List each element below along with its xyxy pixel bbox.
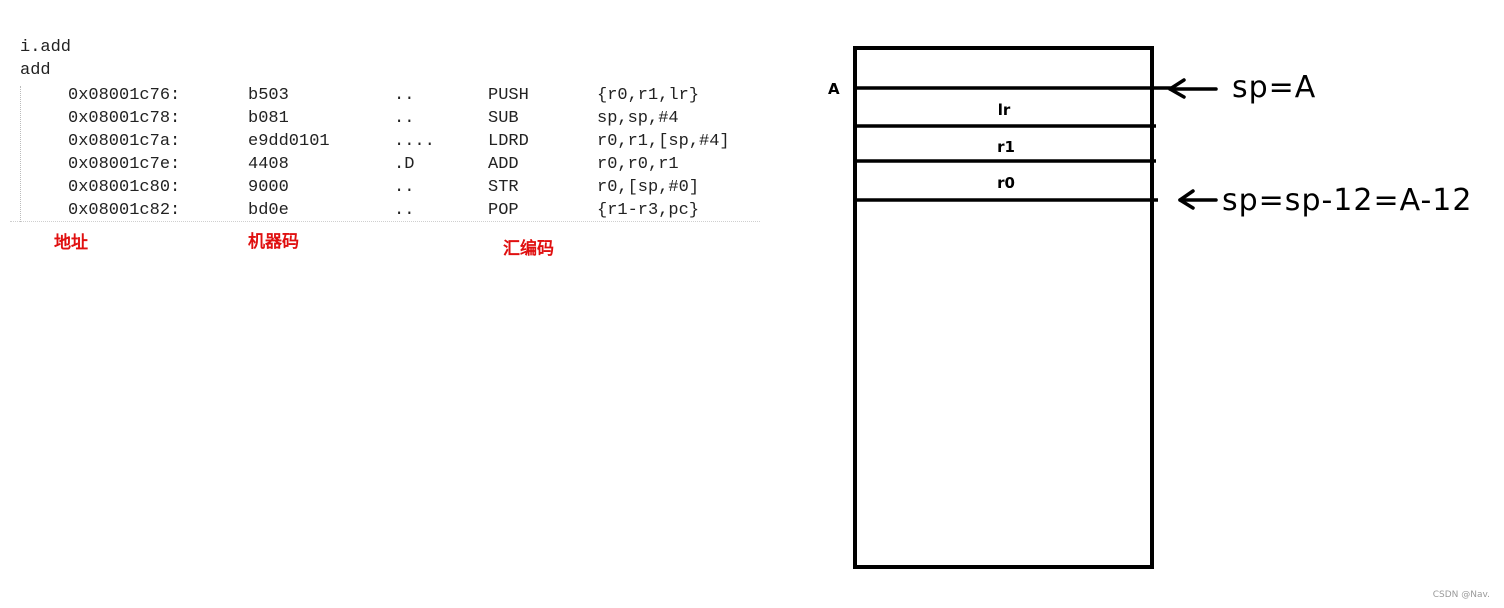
instruction-ascii: .. xyxy=(394,201,415,220)
instruction-row: 0x08001c78: b081 .. SUB sp,sp,#4 xyxy=(0,107,780,130)
instruction-operands: r0,r0,r1 xyxy=(597,155,679,174)
assembly-column-label: 汇编码 xyxy=(503,239,554,259)
instruction-mnemonic: PUSH xyxy=(488,86,529,105)
function-name: add xyxy=(20,61,51,80)
instruction-ascii: .. xyxy=(394,109,415,128)
instruction-mnemonic: LDRD xyxy=(488,132,529,151)
instruction-operands: {r1-r3,pc} xyxy=(597,201,700,220)
instruction-operands: sp,sp,#4 xyxy=(597,109,679,128)
address-column-label: 地址 xyxy=(54,233,88,253)
stack-slot-r1: r1 xyxy=(997,138,1015,156)
instruction-operands: r0,[sp,#0] xyxy=(597,178,700,197)
instruction-machine-code: bd0e xyxy=(248,201,289,220)
listing-divider xyxy=(10,221,760,222)
instruction-mnemonic: ADD xyxy=(488,155,519,174)
instruction-address: 0x08001c80: xyxy=(68,178,181,197)
instruction-mnemonic: POP xyxy=(488,201,519,220)
instruction-address: 0x08001c78: xyxy=(68,109,181,128)
instruction-machine-code: 9000 xyxy=(248,178,289,197)
instruction-rows: 0x08001c76: b503 .. PUSH {r0,r1,lr} 0x08… xyxy=(0,84,780,222)
stack-slot-lr: lr xyxy=(997,101,1011,119)
instruction-machine-code: b503 xyxy=(248,86,289,105)
instruction-machine-code: 4408 xyxy=(248,155,289,174)
instruction-row: 0x08001c7e: 4408 .D ADD r0,r0,r1 xyxy=(0,153,780,176)
instruction-ascii: .. xyxy=(394,86,415,105)
instruction-row: 0x08001c76: b503 .. PUSH {r0,r1,lr} xyxy=(0,84,780,107)
instruction-machine-code: e9dd0101 xyxy=(248,132,330,151)
instruction-address: 0x08001c7e: xyxy=(68,155,181,174)
sp-initial-annotation: sp=A xyxy=(1232,70,1317,105)
stack-frame-outline xyxy=(853,46,1154,569)
function-section-name: i.add xyxy=(20,38,72,57)
instruction-row: 0x08001c7a: e9dd0101 .... LDRD r0,r1,[sp… xyxy=(0,130,780,153)
instruction-mnemonic: SUB xyxy=(488,109,519,128)
instruction-address: 0x08001c82: xyxy=(68,201,181,220)
instruction-address: 0x08001c7a: xyxy=(68,132,181,151)
instruction-ascii: .. xyxy=(394,178,415,197)
instruction-ascii: .... xyxy=(394,132,435,151)
arrow-icon xyxy=(1168,78,1218,99)
instruction-operands: r0,r1,[sp,#4] xyxy=(597,132,730,151)
sp-after-push-annotation: sp=sp-12=A-12 xyxy=(1222,183,1473,218)
stack-slot-r0: r0 xyxy=(997,174,1015,192)
disassembly-listing: i.add add 0x08001c76: b503 .. PUSH {r0,r… xyxy=(0,0,780,300)
watermark: CSDN @Nav. xyxy=(1432,590,1490,600)
instruction-mnemonic: STR xyxy=(488,178,519,197)
instruction-operands: {r0,r1,lr} xyxy=(597,86,700,105)
stack-top-marker: A xyxy=(828,80,840,98)
arrow-icon xyxy=(1178,189,1218,210)
instruction-ascii: .D xyxy=(394,155,415,174)
instruction-machine-code: b081 xyxy=(248,109,289,128)
instruction-address: 0x08001c76: xyxy=(68,86,181,105)
instruction-row: 0x08001c82: bd0e .. POP {r1-r3,pc} xyxy=(0,199,780,222)
instruction-row: 0x08001c80: 9000 .. STR r0,[sp,#0] xyxy=(0,176,780,199)
indent-guide xyxy=(20,86,21,222)
machine-code-column-label: 机器码 xyxy=(248,232,299,252)
